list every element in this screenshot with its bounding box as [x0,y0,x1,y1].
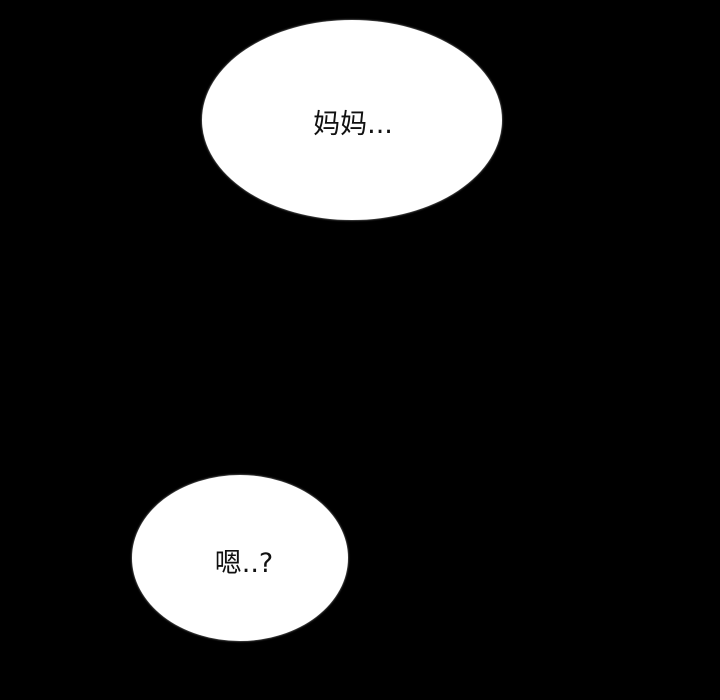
speech-bubble-bottom: 嗯..? [132,475,348,641]
speech-bubble-text: 嗯..? [214,547,274,579]
speech-bubble-text: 妈妈... [313,108,393,140]
speech-bubble-top: 妈妈... [202,20,502,220]
